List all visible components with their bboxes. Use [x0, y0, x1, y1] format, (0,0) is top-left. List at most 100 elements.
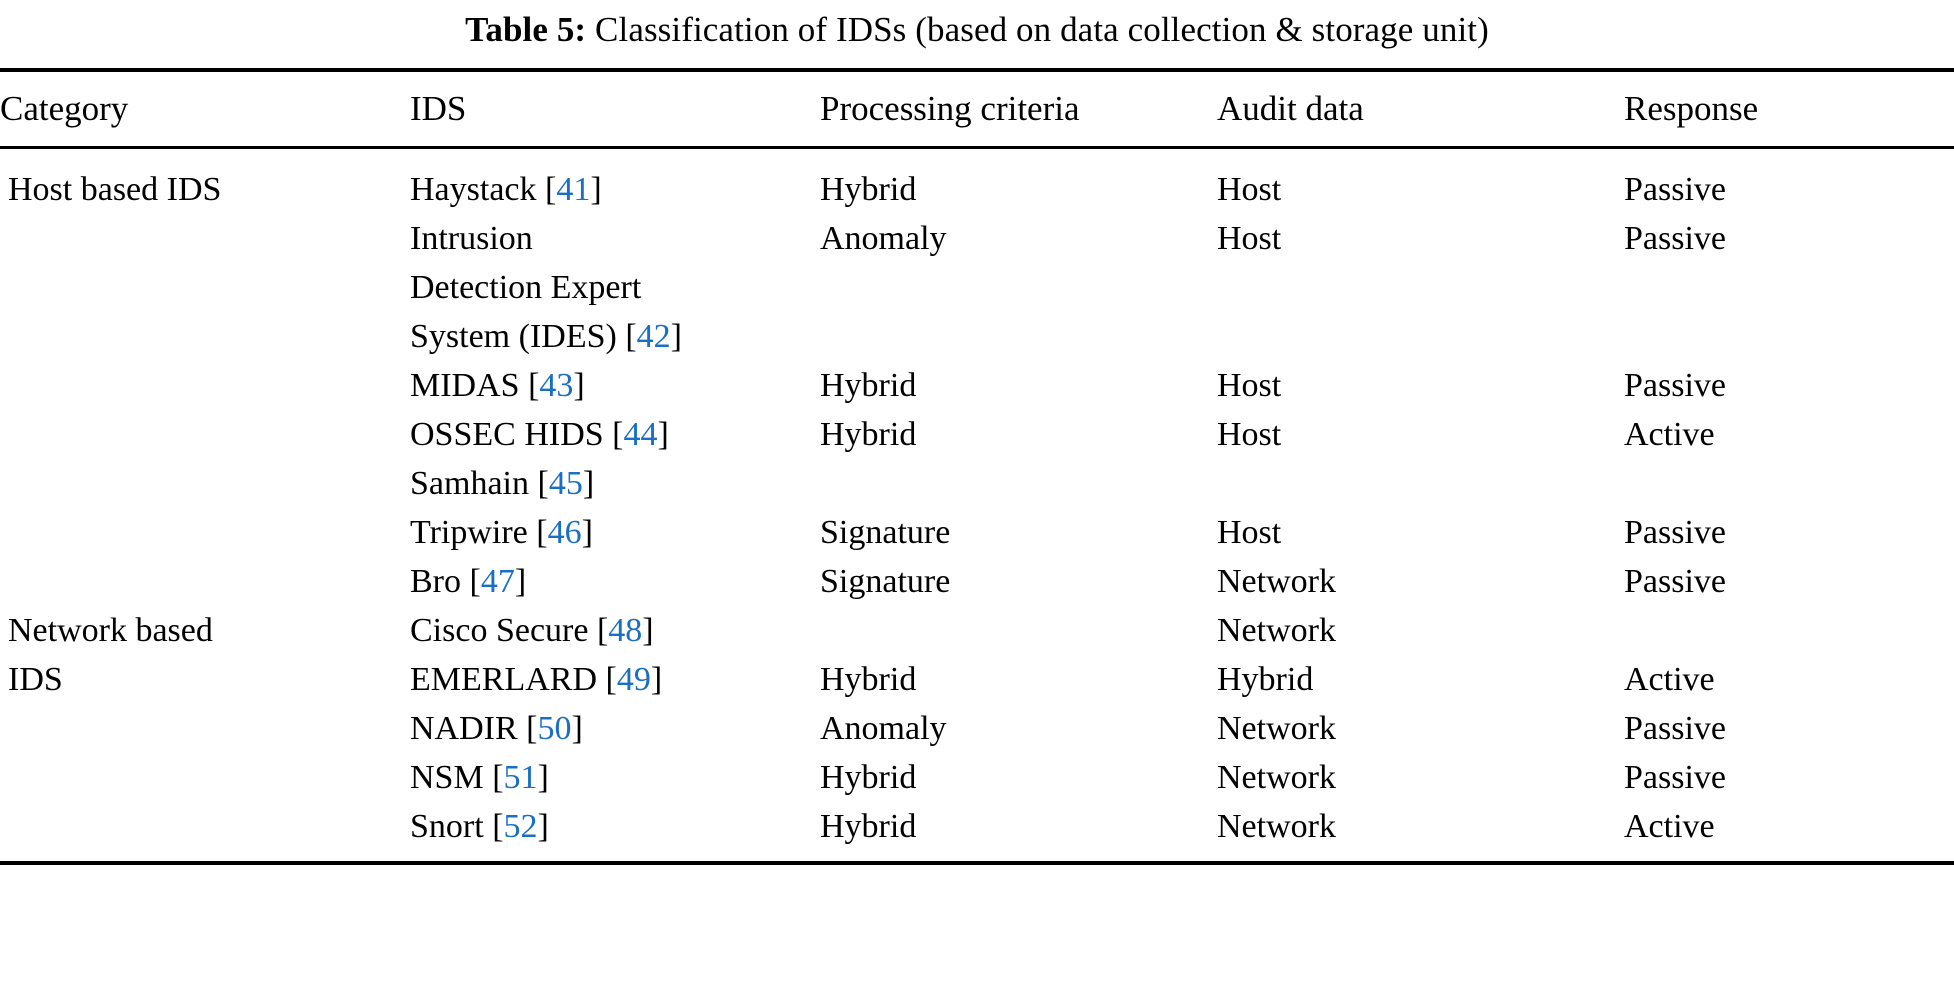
- citation-link[interactable]: 47: [480, 563, 515, 600]
- cell-audit-data: Network: [1217, 759, 1336, 796]
- table-caption: Table 5: Classification of IDSs (based o…: [0, 0, 1954, 52]
- cell-audit-data: [1217, 312, 1624, 361]
- table-row: Detection Expert: [0, 263, 1954, 312]
- cell-ids: Intrusion: [405, 214, 820, 263]
- citation-bracket-open: [: [545, 171, 557, 208]
- cell-audit-data: Host: [1217, 514, 1282, 551]
- citation-bracket-close: ]: [537, 759, 549, 796]
- citation-link[interactable]: 48: [608, 612, 643, 649]
- citation-link[interactable]: 44: [623, 416, 658, 453]
- ids-name: Intrusion: [410, 220, 533, 257]
- citation-bracket-close: ]: [650, 661, 663, 698]
- cell-processing-criteria: Signature: [820, 514, 951, 551]
- cell-ids: Tripwire [46]: [405, 508, 820, 557]
- column-header-response: Response: [1624, 89, 1759, 128]
- citation-bracket-close: ]: [670, 318, 682, 355]
- cell-response: Active: [1624, 416, 1715, 453]
- citation-link[interactable]: 41: [556, 171, 591, 208]
- ids-name: System (IDES): [410, 318, 617, 355]
- citation-link[interactable]: 45: [548, 465, 583, 502]
- ids-name: OSSEC HIDS: [410, 416, 604, 453]
- ids-name: Tripwire: [410, 514, 528, 551]
- citation-bracket-open: [: [612, 416, 624, 453]
- cell-response: Active: [1624, 808, 1715, 845]
- citation-link[interactable]: 52: [503, 808, 538, 845]
- cell-processing-criteria: Anomaly: [820, 220, 947, 257]
- column-header-ids: IDS: [410, 89, 467, 128]
- citation-link[interactable]: 42: [636, 318, 671, 355]
- citation-bracket-open: [: [536, 514, 548, 551]
- citation-link[interactable]: 43: [539, 367, 574, 404]
- cell-ids: EMERLARD [49]: [405, 655, 820, 704]
- cell-ids: Haystack [41]: [405, 165, 820, 214]
- cell-response: Passive: [1624, 563, 1726, 600]
- cell-audit-data: Network: [1217, 563, 1336, 600]
- cell-category: [0, 704, 405, 753]
- table-row: Tripwire [46]Signature Host Passive: [0, 508, 1954, 557]
- table-row: Samhain [45]: [0, 459, 1954, 508]
- cell-ids: Bro [47]: [405, 557, 820, 606]
- citation-bracket-close: ]: [537, 808, 549, 845]
- citation-link[interactable]: 51: [503, 759, 538, 796]
- ids-name: Detection Expert: [410, 269, 642, 306]
- idstable: Category IDS Processing criteria Audit d…: [0, 72, 1954, 146]
- table-top-rule: [0, 68, 1954, 72]
- citation-bracket-open: [: [492, 808, 504, 845]
- cell-processing-criteria: Hybrid: [820, 808, 917, 845]
- table-header: Category IDS Processing criteria Audit d…: [0, 72, 1954, 146]
- citation-bracket-open: [: [596, 612, 609, 649]
- ids-name: NSM: [410, 759, 484, 796]
- cell-response: [1624, 312, 1954, 361]
- ids-name: Snort: [410, 808, 484, 845]
- citation-link[interactable]: 50: [537, 710, 572, 747]
- citation-bracket-close: ]: [514, 563, 527, 600]
- cell-ids: NADIR [50]: [405, 704, 820, 753]
- cell-audit-data: Host: [1217, 416, 1282, 453]
- citation-bracket-close: ]: [582, 465, 595, 502]
- cell-response: Passive: [1624, 514, 1726, 551]
- citation-bracket-close: ]: [571, 710, 583, 747]
- cell-audit-data: Host: [1217, 220, 1282, 257]
- citation-link[interactable]: 46: [547, 514, 582, 551]
- spacer-row: [0, 149, 1954, 165]
- cell-ids: MIDAS [43]: [405, 361, 820, 410]
- cell-processing-criteria: [820, 312, 1217, 361]
- cell-processing-criteria: [820, 263, 1217, 312]
- citation-bracket-close: ]: [657, 416, 669, 453]
- table-header-rule: [0, 146, 1954, 149]
- caption-label: Table 5:: [465, 10, 587, 49]
- spacer-row: [0, 851, 1954, 861]
- cell-ids: Cisco Secure [48]: [405, 606, 820, 655]
- ids-name: Bro: [410, 563, 461, 600]
- cell-processing-criteria: Hybrid: [820, 661, 917, 698]
- citation-bracket-close: ]: [642, 612, 654, 649]
- cell-category: [0, 214, 405, 263]
- cell-ids: Samhain [45]: [405, 459, 820, 508]
- cell-response: Active: [1624, 661, 1715, 698]
- cell-processing-criteria: Anomaly: [820, 710, 947, 747]
- cell-processing-criteria: Hybrid: [820, 171, 917, 208]
- cell-audit-data: [1217, 263, 1624, 312]
- cell-processing-criteria: Signature: [820, 563, 951, 600]
- cell-processing-criteria: Hybrid: [820, 759, 917, 796]
- cell-category: [0, 263, 405, 312]
- table-row: System (IDES) [42]: [0, 312, 1954, 361]
- ids-name: EMERLARD: [410, 661, 597, 698]
- cell-response: Passive: [1624, 710, 1726, 747]
- cell-audit-data: Network: [1217, 612, 1336, 649]
- cell-response: Passive: [1624, 171, 1726, 208]
- table-bottom-rule: [0, 861, 1954, 865]
- citation-bracket-open: [: [605, 661, 617, 698]
- cell-category: [0, 557, 405, 606]
- cell-response: Passive: [1624, 759, 1726, 796]
- caption-text: Classification of IDSs (based on data co…: [595, 10, 1489, 49]
- citation-link[interactable]: 49: [616, 661, 651, 698]
